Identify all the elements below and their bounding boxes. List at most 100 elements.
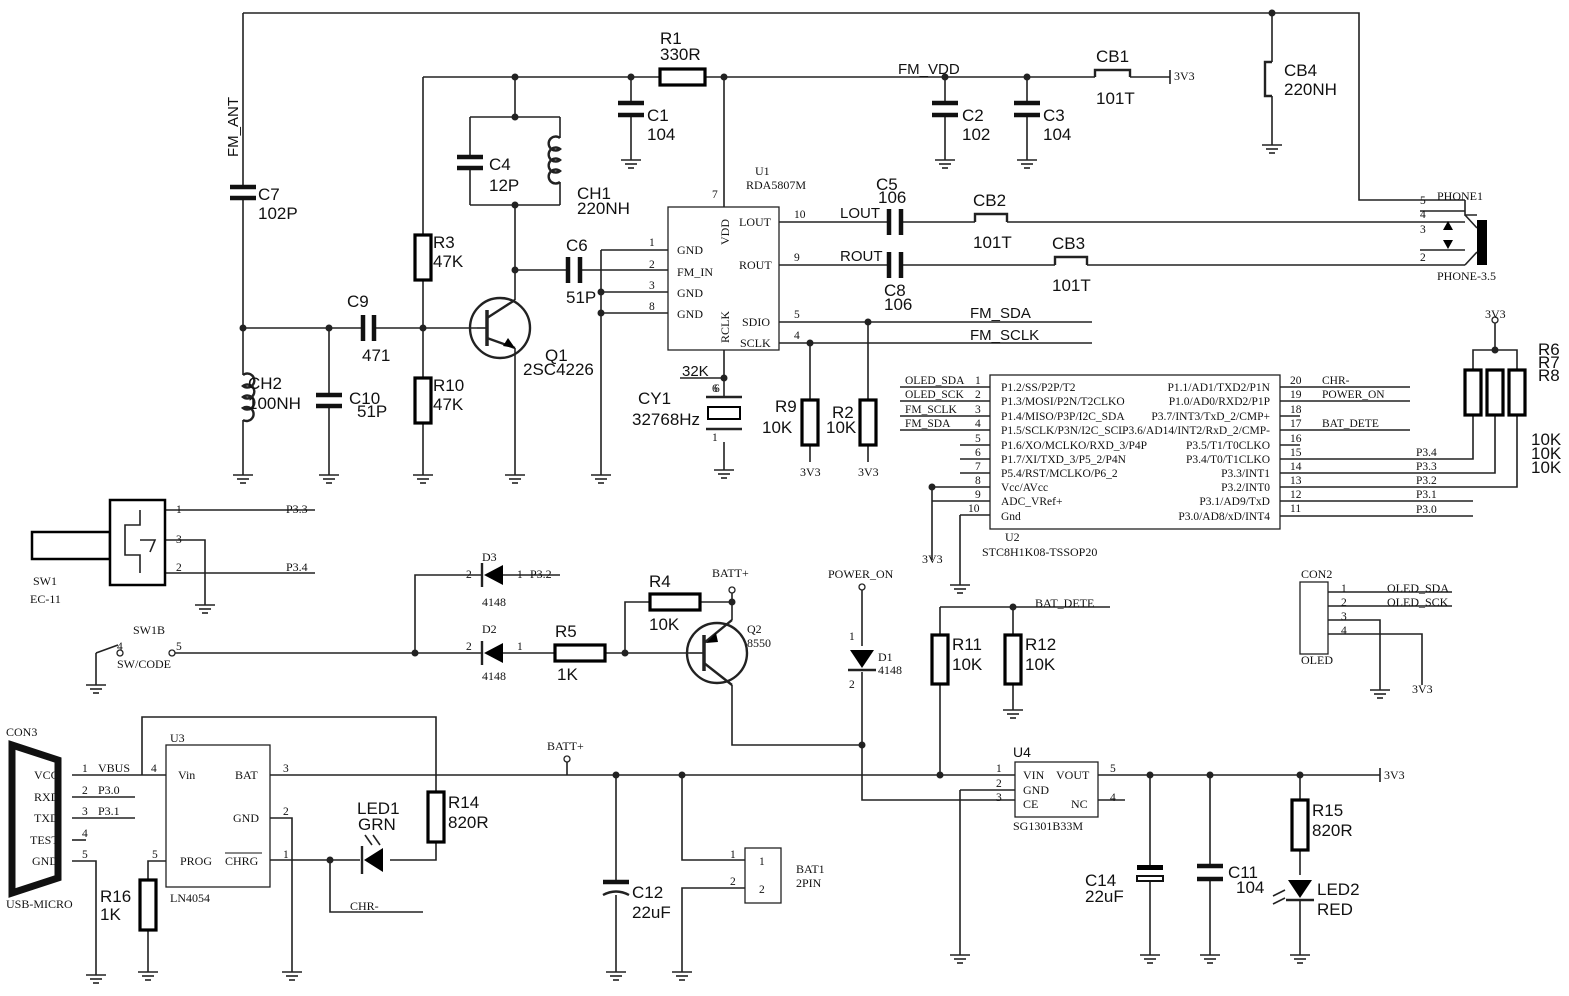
svg-text:7: 7	[712, 189, 718, 201]
u1-pin-rclk: RCLK	[718, 311, 732, 343]
label-c9-val: 471	[362, 346, 390, 365]
label-r2-ref: R2	[832, 403, 854, 422]
label-r7-ref: R7	[1538, 353, 1560, 372]
net-rout: ROUT	[840, 248, 883, 265]
svg-text:10: 10	[968, 503, 980, 515]
svg-text:5: 5	[176, 641, 182, 653]
ch1-coil	[547, 135, 562, 185]
capacitor-plates	[230, 100, 1223, 885]
label-sw1b-val: SW/CODE	[117, 657, 171, 671]
label-r15-ref: R15	[1312, 801, 1343, 820]
u2-rpin-16: P3.5/T1/T0CLKO	[1186, 440, 1270, 452]
net-bat-dete: BAT_DETE	[1035, 596, 1094, 610]
u3-pin-chrg: CHRG	[225, 854, 259, 868]
label-r9-ref: R9	[775, 397, 797, 416]
svg-text:2: 2	[975, 389, 981, 401]
label-c8-ref: C8	[884, 281, 906, 300]
label-u2-ref: U2	[1005, 530, 1020, 544]
label-cb4-val: 220NH	[1284, 80, 1337, 99]
svg-text:2: 2	[1341, 597, 1347, 609]
label-bat1-ref: BAT1	[796, 862, 825, 876]
svg-text:1: 1	[849, 631, 855, 643]
net-32k: 32K	[682, 363, 709, 380]
svg-text:4: 4	[82, 828, 88, 840]
label-con2-val: OLED	[1301, 653, 1333, 667]
u3-pin-bat: BAT	[235, 768, 258, 782]
label-con3-val: USB-MICRO	[6, 897, 73, 911]
label-c7-val: 102P	[258, 204, 298, 223]
label-c6-val: 51P	[566, 288, 596, 307]
u2-net-p32: P3.2	[1416, 475, 1437, 487]
r10-body	[413, 376, 433, 425]
net-3v3-r2: 3V3	[858, 465, 879, 479]
r14-body	[426, 790, 446, 844]
junction-dots	[116, 9, 1499, 864]
label-c4-val: 12P	[489, 176, 519, 195]
svg-text:2: 2	[996, 778, 1002, 790]
net-batt-bus: BATT+	[547, 739, 584, 753]
label-ch1-val: 220NH	[577, 199, 630, 218]
label-c4-ref: C4	[489, 155, 511, 174]
svg-text:2: 2	[466, 569, 472, 581]
svg-text:19: 19	[1290, 389, 1302, 401]
svg-text:3: 3	[1420, 224, 1426, 236]
label-led1-ref: LED1	[357, 799, 400, 818]
label-c6-ref: C6	[566, 236, 588, 255]
label-con2-ref: CON2	[1301, 567, 1332, 581]
svg-text:13: 13	[1290, 475, 1302, 487]
u2-net-p31: P3.1	[1416, 489, 1437, 501]
u1-pin-lout: LOUT	[739, 215, 772, 229]
label-sw1-ref: SW1	[33, 574, 57, 588]
r16-body	[138, 878, 158, 932]
label-q1-ref: Q1	[545, 346, 568, 365]
u2-net-bat-dete: BAT_DETE	[1322, 418, 1379, 430]
net-power-on: POWER_ON	[828, 567, 894, 581]
u4-pin-vout: VOUT	[1056, 768, 1090, 782]
label-r14-val: 820R	[448, 813, 489, 832]
svg-text:5: 5	[1110, 763, 1116, 775]
svg-text:4: 4	[1420, 209, 1426, 221]
net-p33-sw: P3.3	[286, 502, 308, 516]
u2-rpin-13: P3.2/INT0	[1221, 482, 1270, 494]
label-r11-val: 10K	[952, 655, 983, 674]
svg-text:5: 5	[82, 849, 88, 861]
net-fm-vdd: FM_VDD	[898, 61, 960, 78]
r15-body	[1290, 798, 1310, 852]
bat1-body	[744, 847, 782, 904]
d1-diode	[848, 650, 876, 672]
led1-diode	[360, 834, 383, 874]
u2-rpin-15: P3.4/T0/T1CLKO	[1186, 454, 1270, 466]
label-u4-ref: U4	[1013, 744, 1031, 760]
net-3v3-top: 3V3	[1174, 69, 1195, 83]
u2-lpin-6: P1.7/XI/TXD_3/P5_2/P4N	[1001, 454, 1127, 466]
net-fm-sda: FM_SDA	[970, 305, 1031, 322]
label-c8-val: 106	[884, 295, 912, 314]
wires	[72, 12, 1518, 965]
u1-pin-names: GND FM_IN GND GND VDD RCLK LOUT ROUT SDI…	[677, 215, 772, 350]
sw1-encoder	[30, 498, 167, 587]
label-u3-val: LN4054	[170, 891, 210, 905]
u2-lpin-9: ADC_VRef+	[1001, 496, 1062, 508]
label-d1-val: 4148	[878, 663, 902, 677]
svg-text:1: 1	[730, 849, 736, 861]
svg-text:3: 3	[176, 534, 182, 546]
svg-text:4: 4	[117, 641, 123, 653]
label-u4-val: SG1301B33M	[1013, 819, 1083, 833]
label-cb2-ref: CB2	[973, 191, 1006, 210]
svg-text:3: 3	[283, 763, 289, 775]
svg-text:1: 1	[649, 237, 655, 249]
u2-rpin-19: P1.0/AD0/RXD2/P1P	[1169, 396, 1270, 408]
u1-pin-sclk: SCLK	[740, 336, 771, 350]
net-p32: P3.2	[530, 567, 552, 581]
label-d3-ref: D3	[482, 550, 497, 564]
u2-lpin-10: Gnd	[1001, 511, 1021, 523]
svg-text:20: 20	[1290, 375, 1302, 387]
svg-text:17: 17	[1290, 418, 1302, 430]
svg-text:1: 1	[759, 856, 765, 868]
svg-text:1: 1	[176, 504, 182, 516]
u2-net-p30: P3.0	[1416, 504, 1437, 516]
r7-body	[1485, 368, 1505, 417]
label-r2-val: 10K	[826, 418, 857, 437]
svg-text:10: 10	[794, 209, 806, 221]
